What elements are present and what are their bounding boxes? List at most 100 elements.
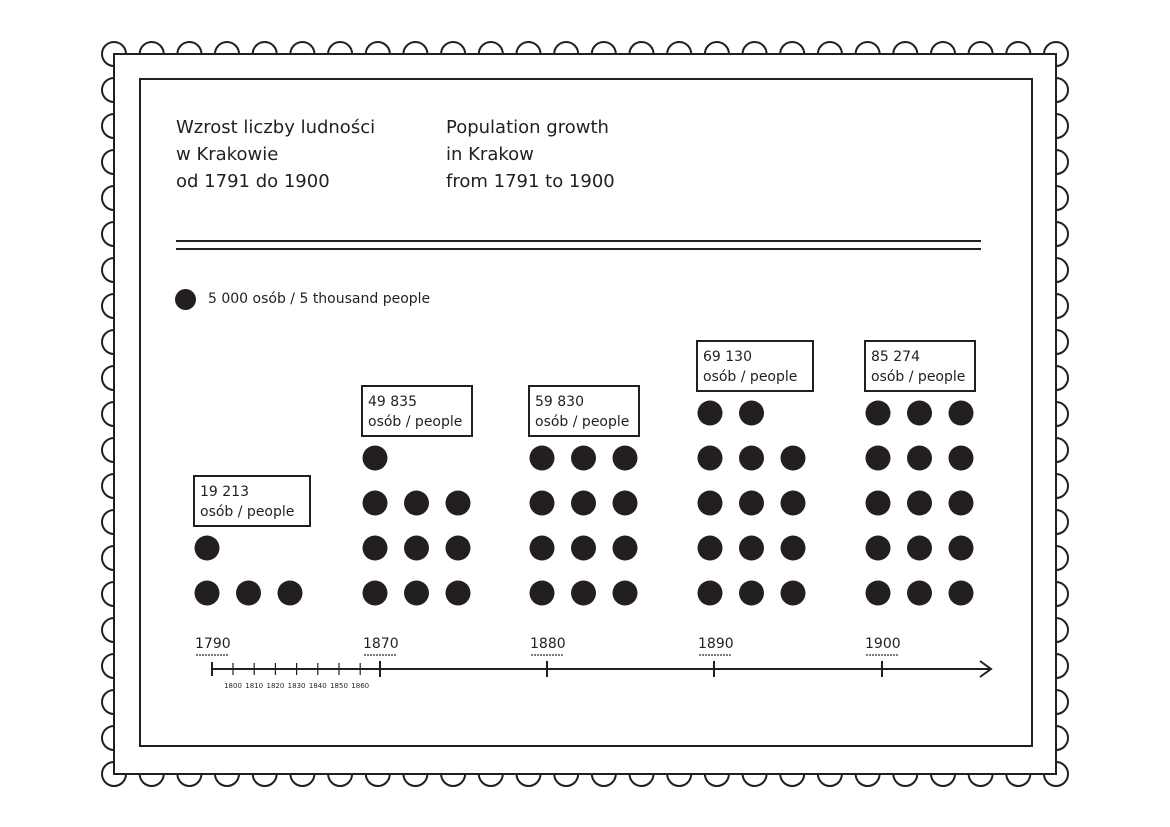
year-label: 1890: [698, 636, 734, 652]
title-english-line: in Krakow: [446, 144, 534, 165]
year-dotted-underline: [394, 654, 396, 656]
value-label-number: 59 830: [535, 394, 584, 410]
year-dotted-underline: [723, 654, 725, 656]
year-dotted-underline: [878, 654, 880, 656]
value-label-unit: osób / people: [703, 369, 797, 385]
year-dotted-underline: [543, 654, 545, 656]
population-dot: [948, 535, 974, 561]
value-label-unit: osób / people: [871, 369, 965, 385]
legend-label: 5 000 osób / 5 thousand people: [208, 291, 431, 307]
population-dot: [739, 490, 764, 516]
population-dot: [739, 535, 764, 561]
title-polish-line: Wzrost liczby ludności: [176, 117, 376, 138]
minor-tick-label: 1830: [288, 682, 306, 690]
year-dotted-underline: [373, 654, 375, 656]
value-label-unit: osób / people: [200, 504, 294, 520]
population-dot: [948, 580, 974, 606]
value-label-box: [528, 385, 640, 437]
year-dotted-underline: [549, 654, 551, 656]
year-dotted-underline: [893, 654, 895, 656]
population-dot: [612, 580, 638, 606]
population-dot: [612, 535, 638, 561]
year-dotted-underline: [714, 654, 716, 656]
population-dot: [907, 445, 932, 471]
year-dotted-underline: [367, 654, 369, 656]
year-dotted-underline: [370, 654, 372, 656]
year-dotted-underline: [382, 654, 384, 656]
population-dot: [612, 490, 638, 516]
year-dotted-underline: [729, 654, 731, 656]
population-dot: [948, 400, 974, 426]
population-dot: [697, 400, 723, 426]
year-dotted-underline: [699, 654, 701, 656]
population-dot: [571, 535, 596, 561]
population-dot: [948, 490, 974, 516]
year-label: 1870: [363, 636, 399, 652]
year-dotted-underline: [537, 654, 539, 656]
population-dot: [445, 580, 471, 606]
year-dotted-underline: [555, 654, 557, 656]
population-dot: [236, 580, 261, 606]
year-dotted-underline: [223, 654, 225, 656]
year-dotted-underline: [196, 654, 198, 656]
value-label-unit: osób / people: [368, 414, 462, 430]
title-polish-line: w Krakowie: [176, 144, 279, 165]
population-dot: [362, 535, 388, 561]
population-dot: [907, 535, 932, 561]
inner-frame: [139, 78, 1033, 747]
population-dot: [865, 445, 891, 471]
value-label-number: 49 835: [368, 394, 417, 410]
population-dot: [194, 580, 220, 606]
population-dot: [445, 535, 471, 561]
year-dotted-underline: [896, 654, 898, 656]
year-dotted-underline: [708, 654, 710, 656]
title-polish: Wzrost liczby ludności w Krakowie od 179…: [176, 114, 375, 195]
title-english: Population growth in Krakow from 1791 to…: [446, 114, 615, 195]
year-dotted-underline: [881, 654, 883, 656]
year-dotted-underline: [214, 654, 216, 656]
population-dot: [404, 580, 429, 606]
population-dot: [865, 490, 891, 516]
population-dot: [697, 445, 723, 471]
year-dotted-underline: [726, 654, 728, 656]
population-dot: [404, 490, 429, 516]
year-dotted-underline: [561, 654, 563, 656]
title-english-line: Population growth: [446, 117, 609, 138]
value-label-unit: osób / people: [535, 414, 629, 430]
minor-tick-label: 1810: [245, 682, 263, 690]
population-dot: [780, 580, 806, 606]
year-dotted-underline: [226, 654, 228, 656]
year-dotted-underline: [702, 654, 704, 656]
population-dot: [697, 535, 723, 561]
value-label-box: [864, 340, 976, 392]
population-dot: [362, 445, 388, 471]
minor-tick-label: 1860: [351, 682, 369, 690]
population-dot: [404, 535, 429, 561]
population-dot: [571, 490, 596, 516]
population-dot: [907, 580, 932, 606]
year-dotted-underline: [887, 654, 889, 656]
minor-tick-label: 1800: [224, 682, 242, 690]
year-dotted-underline: [866, 654, 868, 656]
population-dot: [445, 490, 471, 516]
population-dot: [865, 535, 891, 561]
year-dotted-underline: [869, 654, 871, 656]
population-dot: [865, 580, 891, 606]
population-dot: [277, 580, 303, 606]
year-label: 1790: [195, 636, 231, 652]
value-label-number: 69 130: [703, 349, 752, 365]
year-dotted-underline: [202, 654, 204, 656]
population-dot: [780, 535, 806, 561]
population-dot: [529, 445, 555, 471]
year-dotted-underline: [872, 654, 874, 656]
population-dot: [739, 400, 764, 426]
minor-tick-label: 1840: [309, 682, 327, 690]
population-dot: [529, 535, 555, 561]
population-dot: [529, 490, 555, 516]
year-dotted-underline: [208, 654, 210, 656]
year-dotted-underline: [534, 654, 536, 656]
year-dotted-underline: [884, 654, 886, 656]
year-dotted-underline: [388, 654, 390, 656]
